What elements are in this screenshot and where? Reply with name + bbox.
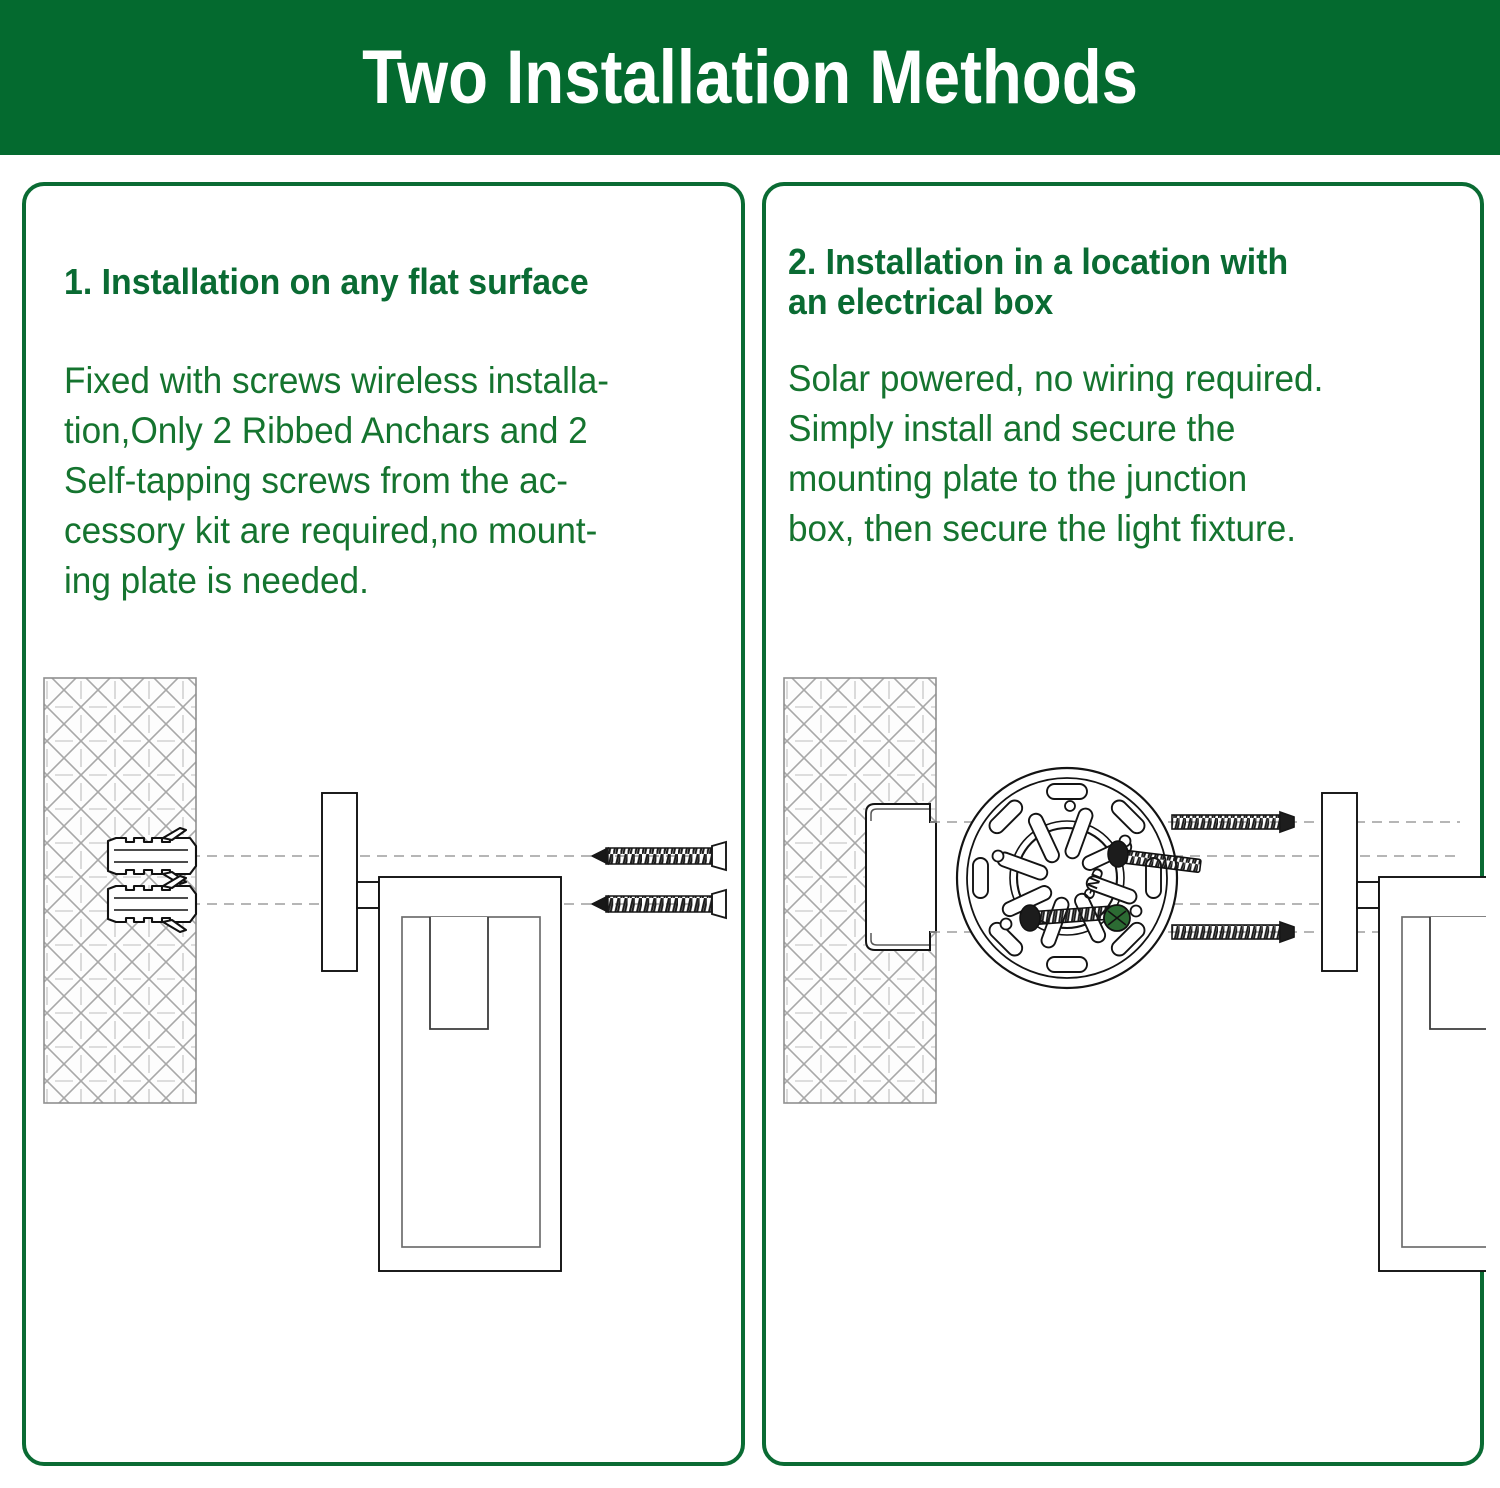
- electrical-box-installation-diagram: GND: [770, 656, 1486, 1456]
- fixture-body: [378, 876, 562, 1272]
- method-2-heading: 2. Installation in a location with an el…: [788, 241, 1289, 322]
- fixture-back-plate: [1321, 792, 1358, 972]
- mounting-plate-slots: [972, 783, 1162, 973]
- method-1-panel: 1. Installation on any flat surface Fixe…: [22, 182, 745, 1466]
- junction-box: [865, 803, 937, 951]
- fixture-connector: [1356, 881, 1380, 909]
- fixture-body: [1378, 876, 1486, 1272]
- method-1-description: Fixed with screws wireless installa- tio…: [64, 360, 609, 601]
- machine-screw-top: [1171, 810, 1295, 834]
- machine-screw-bottom: [1171, 920, 1295, 944]
- mounting-plate-screw-upper: [1107, 840, 1202, 873]
- page-header: Two Installation Methods: [0, 0, 1500, 155]
- method-2-panel: 2. Installation in a location with an el…: [762, 182, 1486, 1466]
- method-2-description: Solar powered, no wiring required. Simpl…: [788, 358, 1324, 549]
- mounting-plate-screw-lower: [1019, 904, 1120, 932]
- flat-surface-installation-diagram: [30, 656, 746, 1456]
- mounting-plate-center-hole: [1015, 826, 1119, 930]
- fixture-connector: [356, 881, 380, 909]
- self-tapping-screw-top: [590, 840, 727, 872]
- self-tapping-screw-bottom: [590, 888, 727, 920]
- page-title: Two Installation Methods: [362, 34, 1138, 120]
- ribbed-anchor-bottom: [106, 874, 198, 934]
- method-1-heading: 1. Installation on any flat surface: [64, 261, 589, 302]
- round-mounting-plate: [955, 766, 1179, 990]
- ground-screw: [1103, 904, 1131, 932]
- fixture-back-plate: [321, 792, 358, 972]
